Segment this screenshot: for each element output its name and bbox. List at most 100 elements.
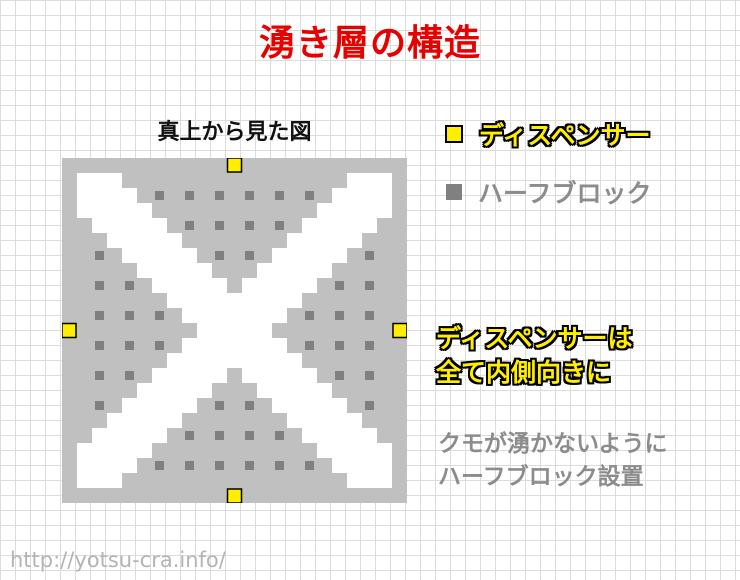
floor-cell [137,293,152,308]
floor-cell [362,413,377,428]
floor-cell [347,368,362,383]
open-cell [227,323,242,338]
floor-cell [392,443,407,458]
floor-cell [317,368,332,383]
floor-cell [122,158,137,173]
open-cell [122,248,137,263]
legend-label-dispenser: ディスペンサー [479,121,651,150]
floor-cell [392,473,407,488]
open-cell [107,233,122,248]
open-cell [332,413,347,428]
note-line: 全て内側向きに [436,358,612,387]
floor-cell [287,428,302,443]
half-block-marker [95,281,104,290]
open-cell [227,308,242,323]
floor-cell [287,173,302,188]
floor-cell [302,473,317,488]
floor-cell [362,263,377,278]
floor-cell [272,173,287,188]
floor-cell [392,248,407,263]
open-cell [77,473,92,488]
half-block-marker [365,311,374,320]
open-cell [302,413,317,428]
half-block-marker [335,281,344,290]
floor-cell [347,278,362,293]
floor-cell [242,173,257,188]
floor-cell [62,308,77,323]
floor-cell [347,158,362,173]
floor-cell [377,248,392,263]
open-cell [107,458,122,473]
floor-cell [92,413,107,428]
open-cell [242,353,257,368]
open-cell [377,173,392,188]
half-block-marker [275,191,284,200]
floor-cell [62,398,77,413]
floor-cell [227,473,242,488]
floor-cell [317,473,332,488]
open-cell [92,443,107,458]
floor-cell [347,293,362,308]
open-cell [347,233,362,248]
half-block-marker [185,461,194,470]
note-line: ディスペンサーは [436,324,633,353]
floor-cell [77,248,92,263]
open-cell [332,218,347,233]
open-cell [122,443,137,458]
floor-cell [62,488,77,503]
open-cell [302,368,317,383]
floor-cell [257,473,272,488]
open-cell [317,428,332,443]
floor-cell [332,263,347,278]
open-cell [362,428,377,443]
open-cell [317,218,332,233]
floor-cell [167,488,182,503]
floor-cell [347,353,362,368]
floor-cell [137,173,152,188]
floor-cell [62,203,77,218]
open-cell [272,278,287,293]
open-cell [182,278,197,293]
legend-item-half-block: ハーフブロック [445,174,652,210]
half-block-marker [95,401,104,410]
floor-cell [392,188,407,203]
floor-cell [77,353,92,368]
open-cell [152,233,167,248]
open-cell [362,218,377,233]
open-cell [362,188,377,203]
floor-cell [182,488,197,503]
floor-cell [347,383,362,398]
floor-cell [122,323,137,338]
floor-cell [107,323,122,338]
floor-cell [392,308,407,323]
open-cell [137,443,152,458]
open-cell [227,338,242,353]
dispenser-legend-icon [445,125,463,143]
dispenser-left [62,322,77,339]
floor-cell [317,458,332,473]
floor-cell [197,188,212,203]
floor-cell [122,293,137,308]
open-cell [77,443,92,458]
half-block-marker [305,311,314,320]
floor-cell [197,428,212,443]
floor-cell [302,443,317,458]
floor-cell [167,323,182,338]
half-block-marker [305,461,314,470]
open-cell [347,443,362,458]
floor-cell [257,413,272,428]
open-cell [242,323,257,338]
floor-cell [152,353,167,368]
open-cell [242,278,257,293]
open-cell [377,203,392,218]
open-cell [332,458,347,473]
floor-cell [212,488,227,503]
floor-cell [92,383,107,398]
floor-cell [227,173,242,188]
floor-cell [182,413,197,428]
floor-cell [167,338,182,353]
floor-cell [377,323,392,338]
open-cell [137,398,152,413]
floor-cell [242,413,257,428]
floor-cell [362,488,377,503]
